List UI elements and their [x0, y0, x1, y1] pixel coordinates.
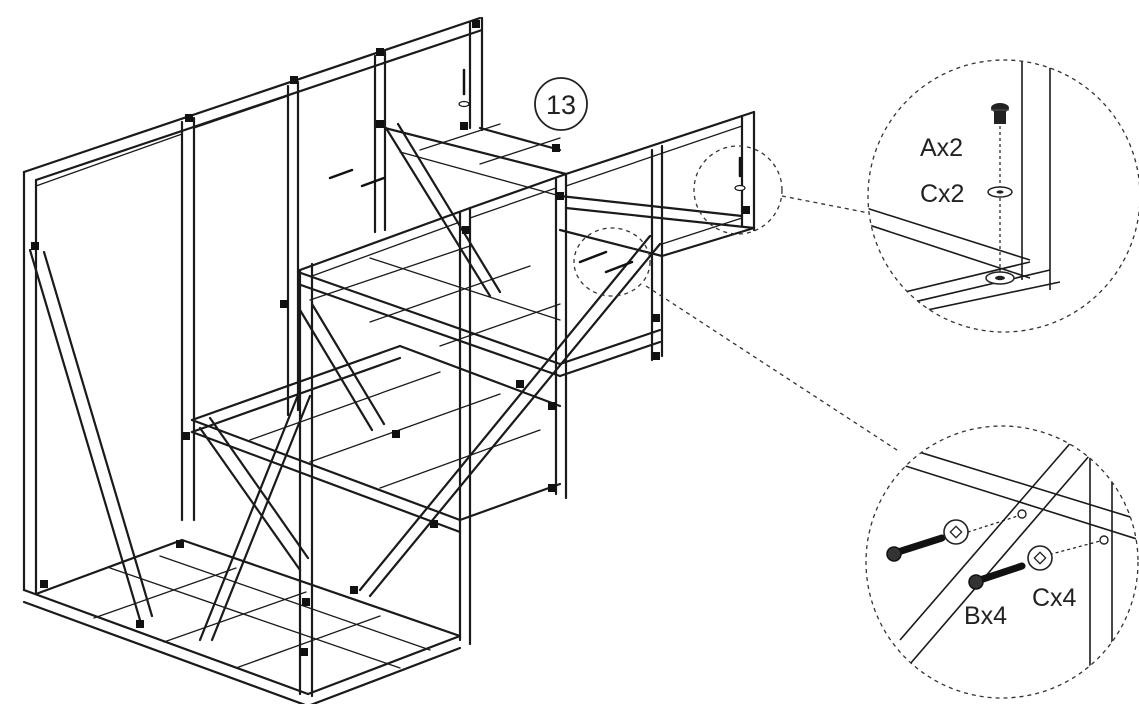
- callout-label-c-bottom: Cx4: [1032, 584, 1077, 612]
- washer-seat-icon: [985, 271, 1015, 285]
- detail-circle-bottom: Bx4 Cx4: [865, 425, 1139, 699]
- callout-label-b: Bx4: [964, 602, 1007, 630]
- washer-c-icon: [987, 186, 1013, 198]
- bolt-b-icon: [886, 534, 946, 562]
- frame-screws: [328, 68, 742, 274]
- washer-c-icon: [943, 519, 969, 545]
- washer-c-icon: [1027, 545, 1053, 571]
- frame-joints: [31, 20, 750, 656]
- detail-circle-top: Ax2 Cx2: [867, 59, 1139, 333]
- callout-connectors: [573, 145, 901, 453]
- bolt-b-icon: [968, 562, 1026, 590]
- callout-label-a: Ax2: [920, 134, 963, 162]
- step-number: 13: [546, 90, 576, 120]
- screw-a-icon: [991, 103, 1009, 124]
- callout-label-c-top: Cx2: [920, 180, 964, 208]
- shelf-frame: [22, 16, 756, 704]
- step-number-badge: 13: [534, 77, 588, 131]
